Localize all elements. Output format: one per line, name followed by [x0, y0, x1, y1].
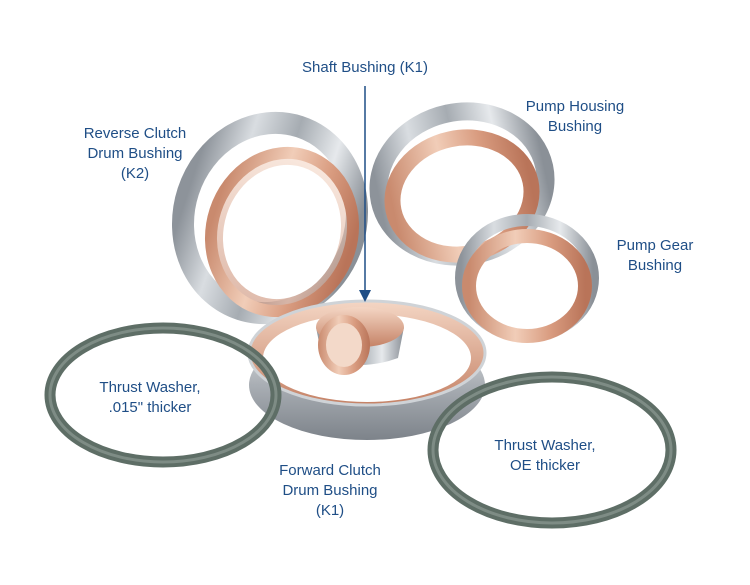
- label-line: Drum Bushing: [282, 482, 378, 499]
- label-line: (K2): [120, 165, 150, 182]
- label-line: (K1): [315, 502, 345, 519]
- reverse-clutch-drum-bushing-label: Reverse Clutch Drum Bushing (K2): [60, 124, 210, 184]
- thrust-washer-015-label: Thrust Washer, .015" thicker: [75, 378, 225, 418]
- pump-gear-bushing-label: Pump Gear Bushing: [590, 236, 720, 276]
- label-line: Reverse Clutch: [83, 125, 187, 142]
- label-line: Pump Housing: [525, 98, 625, 115]
- thrust-washer-oe-label: Thrust Washer, OE thicker: [470, 436, 620, 476]
- label-line: Bushing: [547, 118, 603, 135]
- label-line: Forward Clutch: [279, 462, 381, 479]
- shaft-bushing: [316, 307, 404, 375]
- reverse-clutch-drum-bushing: [171, 111, 369, 325]
- label-line: Bushing: [627, 257, 683, 274]
- thrust-washer-oe: [427, 371, 677, 529]
- pump-gear-bushing: [455, 214, 599, 343]
- pump-housing-bushing-label: Pump Housing Bushing: [500, 97, 650, 137]
- label-line: Pump Gear: [616, 237, 694, 254]
- forward-clutch-drum-bushing-label: Forward Clutch Drum Bushing (K1): [255, 461, 405, 521]
- thrust-washer-015: [44, 322, 282, 468]
- label-line: Thrust Washer,: [494, 437, 596, 454]
- label-line: OE thicker: [509, 457, 581, 474]
- pointer-arrow: [359, 86, 371, 302]
- label-line: Thrust Washer,: [99, 379, 201, 396]
- label-line: .015" thicker: [108, 399, 192, 416]
- shaft-bushing-label: Shaft Bushing (K1): [280, 58, 450, 78]
- label-line: Drum Bushing: [87, 145, 183, 162]
- label-line: Shaft Bushing (K1): [302, 59, 428, 76]
